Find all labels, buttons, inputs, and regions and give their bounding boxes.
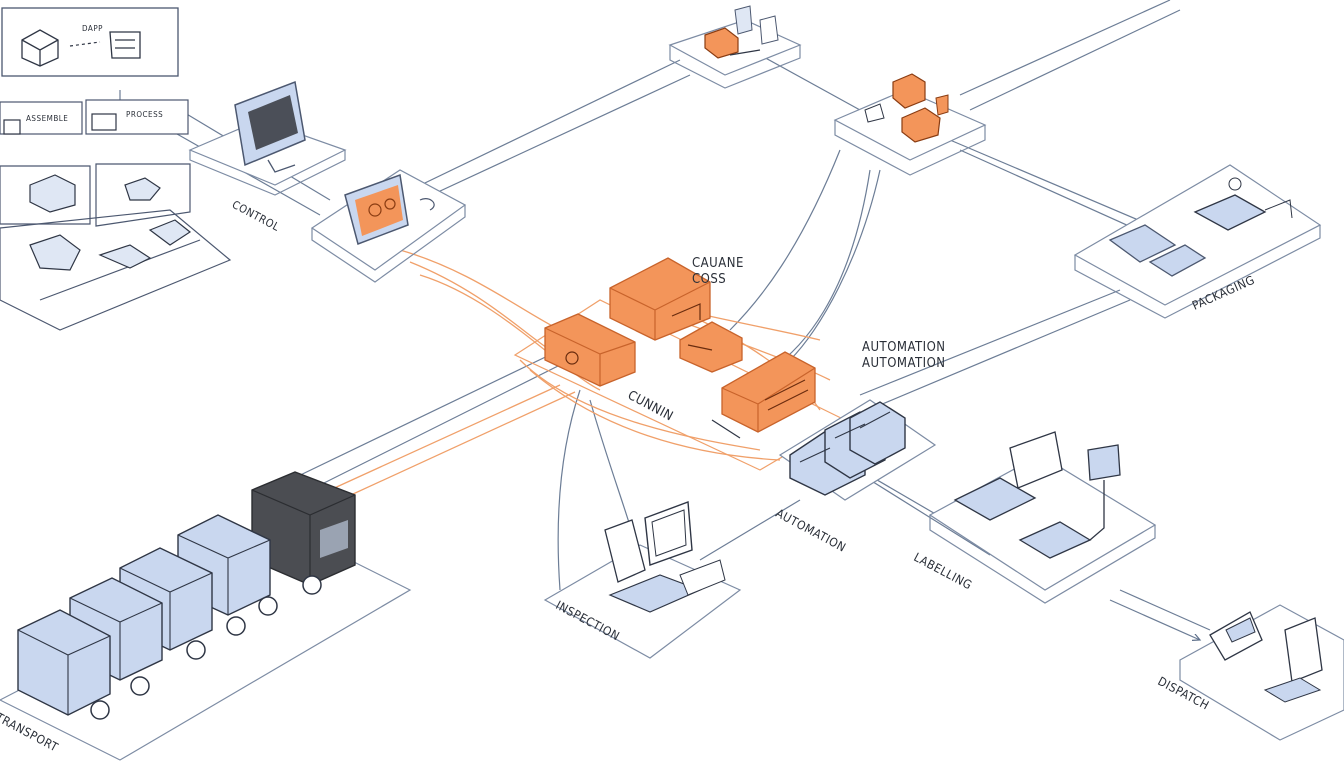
center-orange-cluster bbox=[513, 257, 847, 471]
monitor-station-orange bbox=[310, 169, 467, 283]
automation-label: AUTOMATION AUTOMATION bbox=[862, 340, 946, 371]
top-left-panels bbox=[0, 99, 189, 135]
left-grid-platform bbox=[0, 163, 232, 331]
upper-right-station bbox=[833, 73, 987, 176]
far-right-station bbox=[1179, 604, 1344, 741]
top-left-box-b-label: PROCESS bbox=[126, 110, 164, 119]
top-left-box-a-label: ASSEMBLE bbox=[26, 114, 69, 123]
top-left-diagram-box bbox=[1, 7, 179, 77]
top-center-station bbox=[668, 5, 802, 89]
monitor-station-left bbox=[188, 80, 347, 196]
packaging-station bbox=[1073, 164, 1322, 319]
top-left-small-label: DAPP bbox=[82, 24, 104, 33]
truck-convoy bbox=[0, 471, 412, 761]
sorting-machines bbox=[778, 399, 937, 501]
center-top-label: CAUANE COSS bbox=[692, 256, 744, 287]
scales-station bbox=[928, 431, 1157, 604]
inspection-workstation bbox=[543, 501, 742, 659]
